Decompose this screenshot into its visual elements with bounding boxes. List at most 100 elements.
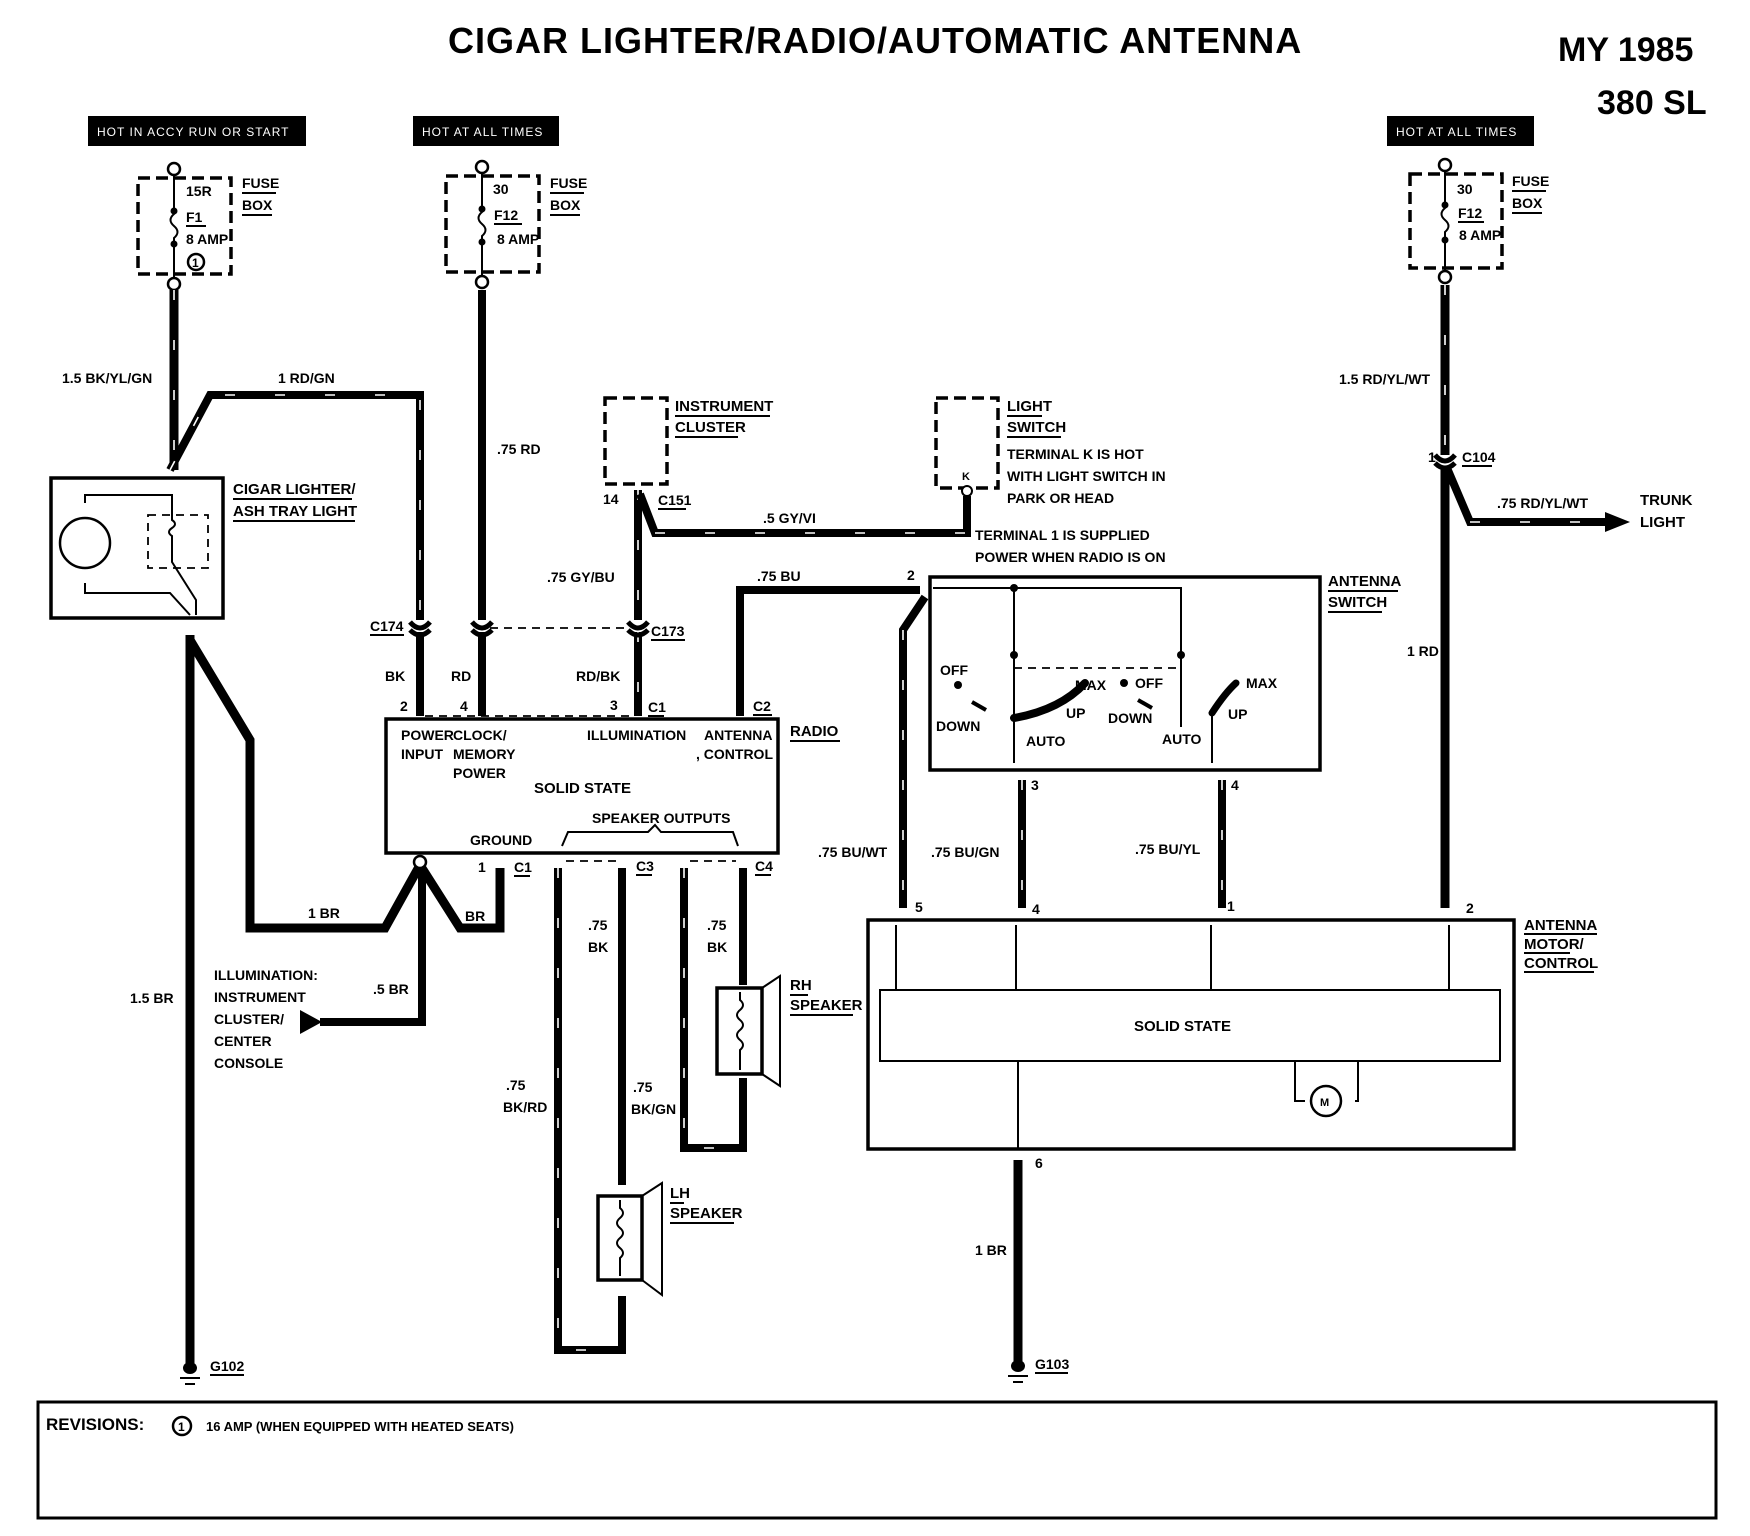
- svg-text:SPEAKER: SPEAKER: [670, 1205, 743, 1222]
- speaker-coil-icon: [616, 1200, 624, 1276]
- svg-text:C1: C1: [648, 699, 666, 715]
- rh-speaker-label: RH: [790, 977, 812, 994]
- wire-5-br: [320, 865, 426, 1026]
- fuse-box-f1: HOT IN ACCY RUN OR START 15R F1 8 AMP 1 …: [88, 116, 306, 292]
- svg-text:.75: .75: [588, 917, 608, 933]
- antenna-motor-component: SOLID STATE M ANTENNA MOTOR/ CONTROL 5 4…: [866, 898, 1598, 1171]
- connector-c104-icon: [1435, 455, 1455, 468]
- svg-text:AUTO: AUTO: [1026, 733, 1066, 749]
- antenna-switch-label: ANTENNA: [1328, 573, 1401, 590]
- svg-text:.75 BU/YL: .75 BU/YL: [1135, 841, 1201, 857]
- svg-text:WITH LIGHT SWITCH IN: WITH LIGHT SWITCH IN: [1007, 468, 1166, 484]
- svg-text:BK/GN: BK/GN: [631, 1101, 676, 1117]
- svg-text:2: 2: [907, 567, 915, 583]
- terminal-icon: [166, 276, 182, 292]
- svg-text:CLUSTER/: CLUSTER/: [214, 1011, 284, 1027]
- fuse-terminal: 15R: [186, 183, 212, 199]
- svg-text:BK: BK: [707, 939, 727, 955]
- svg-text:1.5 BK/YL/GN: 1.5 BK/YL/GN: [62, 370, 152, 386]
- svg-text:BK: BK: [385, 668, 405, 684]
- fuse-id: F1: [186, 209, 203, 225]
- svg-text:F12: F12: [1458, 205, 1482, 221]
- svg-text:MAX: MAX: [1246, 675, 1278, 691]
- svg-text:1 RD/GN: 1 RD/GN: [278, 370, 335, 386]
- wire-75-bk-rh-ret: [680, 868, 747, 1152]
- model-year: MY 1985: [1558, 31, 1693, 69]
- svg-text:UP: UP: [1066, 705, 1085, 721]
- svg-text:POWER: POWER: [453, 765, 506, 781]
- arrow-icon: [1605, 512, 1630, 532]
- svg-text:4: 4: [1032, 901, 1040, 917]
- svg-text:BOX: BOX: [1512, 195, 1543, 211]
- svg-text:C2: C2: [753, 698, 771, 714]
- fuse-box-f12-radio: HOT AT ALL TIMES 30 F12 8 AMP FUSE BOX: [413, 116, 587, 290]
- light-switch-component: K LIGHT SWITCH TERMINAL K IS HOT WITH LI…: [934, 396, 1166, 506]
- svg-text:4: 4: [460, 698, 468, 714]
- svg-text:.75 BU/GN: .75 BU/GN: [931, 844, 999, 860]
- svg-text:DOWN: DOWN: [1108, 710, 1152, 726]
- fuse-element-icon: [169, 175, 179, 283]
- svg-text:8 AMP: 8 AMP: [1459, 227, 1501, 243]
- svg-text:BR: BR: [465, 908, 485, 924]
- svg-text:ILLUMINATION:: ILLUMINATION:: [214, 967, 318, 983]
- connector-c174-label: C174: [370, 618, 404, 634]
- wire-labels: 1.5 BK/YL/GN 1 RD/GN .75 RD .75 GY/BU .5…: [62, 370, 1588, 1258]
- revision-marker-icon: [186, 252, 206, 272]
- svg-text:F12: F12: [494, 207, 518, 223]
- cigar-lighter-label: CIGAR LIGHTER/: [233, 481, 356, 498]
- svg-text:DOWN: DOWN: [936, 718, 980, 734]
- svg-text:.75 BU/WT: .75 BU/WT: [818, 844, 888, 860]
- svg-text:CENTER: CENTER: [214, 1033, 272, 1049]
- svg-text:INSTRUMENT: INSTRUMENT: [214, 989, 306, 1005]
- fuse-rating: 8 AMP: [186, 231, 228, 247]
- ground-g103: G103: [1008, 1356, 1069, 1383]
- ground-g102: G102: [180, 1358, 244, 1385]
- speaker-outputs-bracket: [561, 823, 739, 847]
- light-switch-label: LIGHT: [1007, 398, 1052, 415]
- svg-text:.75: .75: [506, 1077, 526, 1093]
- solid-state-module: [879, 989, 1501, 1062]
- hot-label-badge: [413, 116, 559, 146]
- svg-text:6: 6: [1035, 1155, 1043, 1171]
- svg-text:.75: .75: [707, 917, 727, 933]
- speaker-coil-icon: [736, 992, 744, 1070]
- svg-text:MAX: MAX: [1075, 677, 1107, 693]
- svg-text:C3: C3: [636, 858, 654, 874]
- motor-icon: [1309, 1084, 1343, 1118]
- svg-text:LIGHT: LIGHT: [1640, 514, 1685, 531]
- lh-speaker-label: LH: [670, 1185, 690, 1202]
- svg-text:AUTO: AUTO: [1162, 731, 1202, 747]
- radio-label: RADIO: [790, 723, 839, 740]
- terminal-icon: [166, 161, 182, 177]
- svg-text:OFF: OFF: [940, 662, 968, 678]
- antenna-motor-label: ANTENNA: [1524, 917, 1597, 934]
- fuse-box-label: FUSE: [242, 175, 279, 191]
- radio-solid-state: SOLID STATE: [534, 780, 631, 797]
- fuse-box-outline: [1408, 172, 1504, 270]
- svg-text:CONSOLE: CONSOLE: [214, 1055, 283, 1071]
- revision-item: 16 AMP (WHEN EQUIPPED WITH HEATED SEATS): [206, 1419, 514, 1434]
- svg-text:POWER WHEN RADIO IS ON: POWER WHEN RADIO IS ON: [975, 549, 1166, 565]
- instrument-cluster-label: INSTRUMENT: [675, 398, 773, 415]
- svg-text:1: 1: [1227, 898, 1235, 914]
- svg-text:G102: G102: [210, 1358, 244, 1374]
- switch-lever-icon: [1010, 679, 1089, 722]
- svg-text:PARK OR HEAD: PARK OR HEAD: [1007, 490, 1114, 506]
- svg-text:BK/RD: BK/RD: [503, 1099, 547, 1115]
- hot-label: HOT AT ALL TIMES: [422, 125, 543, 139]
- switch-lever-icon: [1208, 679, 1240, 717]
- svg-text:GROUND: GROUND: [470, 832, 532, 848]
- fuse-element-icon: [477, 173, 487, 281]
- wire-75-bu: [736, 586, 920, 716]
- svg-text:3: 3: [1031, 777, 1039, 793]
- svg-text:RD: RD: [451, 668, 471, 684]
- arrow-icon: [300, 1010, 322, 1034]
- svg-text:ASH TRAY LIGHT: ASH TRAY LIGHT: [233, 503, 357, 520]
- connector-c151-label: C151: [658, 492, 692, 508]
- svg-text:1 RD: 1 RD: [1407, 643, 1439, 659]
- svg-text:2: 2: [400, 698, 408, 714]
- svg-text:MOTOR/: MOTOR/: [1524, 936, 1585, 953]
- connector-c173-label: C173: [651, 623, 685, 639]
- svg-text:, CONTROL: , CONTROL: [696, 746, 773, 762]
- svg-text:RD/BK: RD/BK: [576, 668, 620, 684]
